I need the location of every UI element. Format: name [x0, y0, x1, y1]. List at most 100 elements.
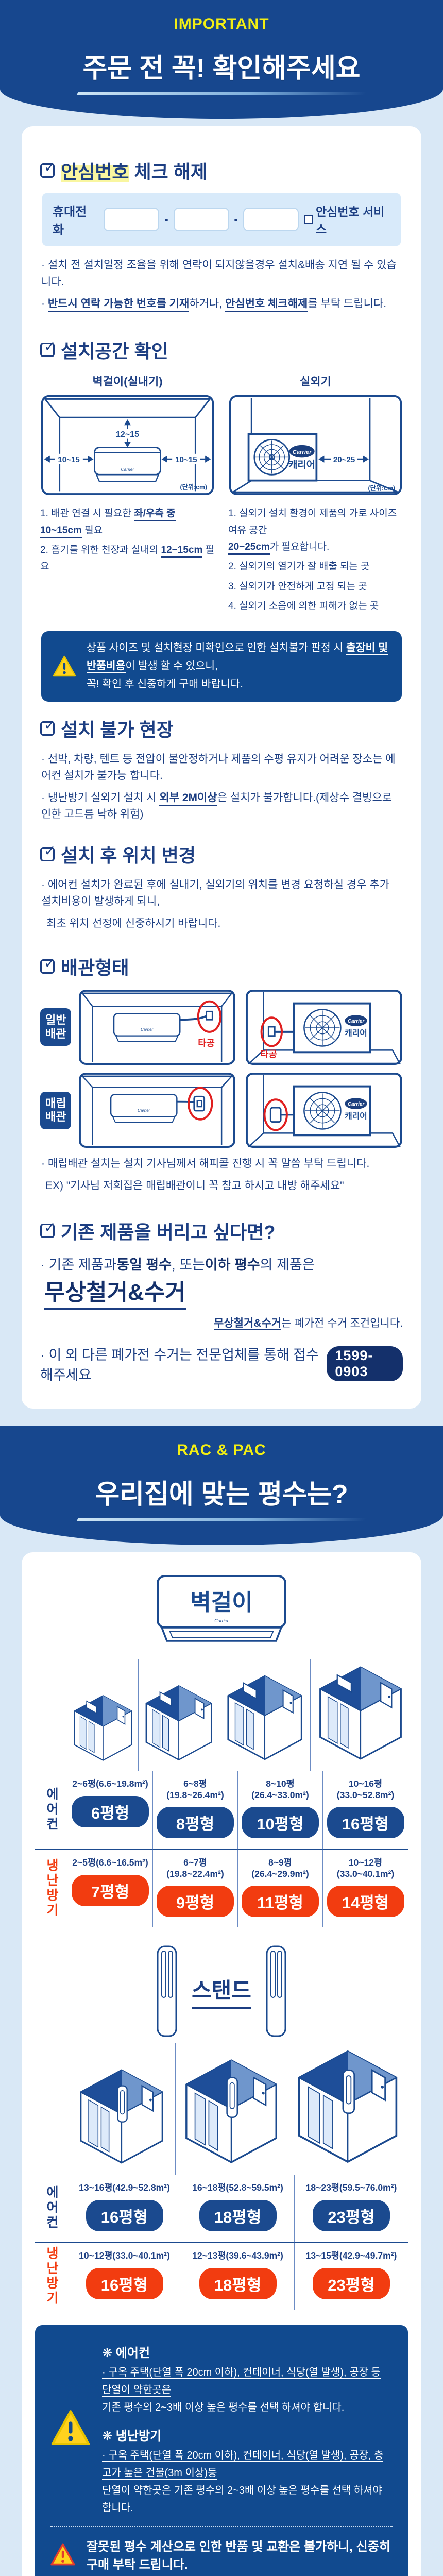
size-pill: 16평형: [327, 1807, 404, 1838]
install-warning-banner: 상품 사이즈 및 설치현장 미확인으로 인한 설치불가 판정 시 출장비 및 반…: [41, 631, 402, 702]
phone-input-1[interactable]: [104, 208, 159, 231]
disposal-line-2: · 이 외 다른 폐가전 수거는 전문업체를 통해 접수 해주세요 1599-0…: [40, 1344, 403, 1384]
relocation-line-1: · 에어컨 설치가 완료된 후에 실내기, 실외기의 위치를 변경 요청하실 경…: [41, 877, 402, 910]
checklist-card: 안심번호 체크 해제 휴대전화 - - 안심번호 서비스 · 설치 전 설치일정…: [22, 126, 421, 1409]
svg-text:Carrier: Carrier: [138, 1108, 150, 1113]
warning-triangle-icon: [50, 2410, 91, 2446]
section-disposal: 기존 제품을 버리고 싶다면?: [40, 1217, 403, 1244]
safe-number-service-checkbox[interactable]: 안심번호 서비스: [304, 202, 390, 237]
disposal-subnote: 무상철거&수거는 폐가전 수거 조건입니다.: [40, 1315, 403, 1330]
svg-text:Carrier: Carrier: [141, 1027, 154, 1031]
wall-rooms-row: [35, 1659, 408, 1771]
svg-text:Carrier: Carrier: [348, 1019, 365, 1024]
svg-text:Carrier: Carrier: [214, 1618, 229, 1623]
svg-text:20~25: 20~25: [333, 455, 355, 464]
safe-number-bullet-1: · 설치 전 설치일정 조율을 위해 연락이 되지않을경우 설치&배송 지연 될…: [41, 257, 402, 291]
wall-ac-row: 에어컨 2~6평(6.6~19.8m²)6평형 6~8평(19.8~26.4m²…: [35, 1771, 408, 1850]
svg-text:타공: 타공: [198, 1038, 215, 1048]
warning-triangle-icon: [53, 651, 76, 682]
svg-text:캐리어: 캐리어: [288, 459, 315, 470]
indoor-diagram-label: 벽걸이(실내기): [40, 372, 215, 389]
stand-rooms-row: [35, 2043, 408, 2175]
size-pill: 23평형: [313, 2268, 390, 2299]
header-eyebrow: IMPORTANT: [0, 15, 443, 33]
svg-text:(단위:cm): (단위:cm): [180, 483, 207, 490]
indoor-diagram-col: 벽걸이(실내기) Carrier 12~15: [40, 372, 215, 618]
title-underline: [76, 1518, 366, 1521]
wall-heat-row: 냉난방기 2~5평(6.6~16.5m²)7평형 6~7평(19.8~22.4m…: [35, 1850, 408, 1927]
outdoor-unit-diagram: Carrier 캐리어 20~25 (단위:cm): [228, 394, 403, 496]
row-label-aircon: 에어컨: [35, 2175, 68, 2243]
header-eyebrow: RAC & PAC: [0, 1442, 443, 1459]
checkbox-icon[interactable]: [304, 215, 313, 224]
header-sizing: RAC & PAC 우리집에 맞는 평수는?: [0, 1426, 443, 1545]
checkbox-check-icon: [40, 959, 55, 974]
svg-text:Carrier: Carrier: [348, 1102, 365, 1108]
stand-label: 스탠드: [192, 1973, 251, 2009]
size-pill: 11평형: [242, 1886, 319, 1917]
normal-pipe-figures: Carrier 타공: [78, 989, 403, 1065]
header-important: IMPORTANT 주문 전 꼭! 확인해주세요: [0, 0, 443, 119]
size-pill: 6평형: [72, 1796, 149, 1827]
section-title: 기존 제품을 버리고 싶다면?: [61, 1217, 275, 1244]
sizing-title: 우리집에 맞는 평수는?: [0, 1472, 443, 1511]
free-removal-text: 무상철거&수거: [44, 1274, 186, 1310]
section-title: 설치 후 위치 변경: [61, 841, 196, 868]
phone-input-2[interactable]: [174, 208, 229, 231]
checkbox-check-icon: [40, 1224, 55, 1238]
checkbox-check-icon: [40, 847, 55, 861]
buried-pipe-indoor-diagram: Carrier: [78, 1072, 236, 1148]
svg-text:캐리어: 캐리어: [345, 1112, 367, 1121]
space-diagrams: 벽걸이(실내기) Carrier 12~15: [40, 372, 403, 618]
size-pill: 23평형: [313, 2200, 390, 2231]
pipe-note-1: · 매립배관 설치는 설치 기사님께서 해피콜 진행 시 꼭 말씀 부탁 드립니…: [41, 1156, 402, 1173]
svg-text:Carrier: Carrier: [293, 449, 312, 455]
checkbox-check-icon: [40, 721, 55, 736]
indoor-unit-diagram: Carrier 12~15 10~15 10~15 (단: [40, 394, 215, 496]
checkbox-label: 안심번호 서비스: [316, 202, 390, 237]
phone-input-3[interactable]: [243, 208, 299, 231]
row-label-aircon: 에어컨: [35, 1771, 68, 1850]
size-pill: 10평형: [242, 1807, 319, 1838]
checkbox-check-icon: [40, 163, 55, 178]
phone-label: 휴대전화: [53, 201, 95, 238]
final-warning-text: 잘못된 평수 계산으로 인한 반품 및 교환은 불가하니, 신중히 구매 부탁 …: [87, 2536, 393, 2572]
buried-pipe-outdoor-diagram: Carrier 캐리어: [245, 1072, 403, 1148]
svg-text:10~15: 10~15: [175, 455, 197, 464]
outdoor-diagram-col: 실외기 Carrier 캐: [228, 372, 403, 618]
section-pipe-type: 배관형태: [40, 953, 403, 980]
safe-number-bullet-2: · 반드시 연락 가능한 번호를 기재하거나, 안심번호 체크해제를 부탁 드립…: [41, 296, 402, 313]
checkbox-check-icon: [40, 343, 55, 357]
size-pill: 16평형: [86, 2200, 163, 2231]
svg-text:Carrier: Carrier: [121, 466, 135, 471]
svg-text:벽걸이: 벽걸이: [190, 1590, 252, 1615]
normal-pipe-indoor-diagram: Carrier 타공: [78, 989, 236, 1065]
wall-unit-illustration: 벽걸이 Carrier: [35, 1573, 408, 1650]
section-relocation: 설치 후 위치 변경: [40, 841, 403, 868]
sizing-note-box: ❋ 에어컨 · 구옥 주택(단열 폭 20cm 이하), 컨테이너, 식당(열 …: [35, 2325, 408, 2576]
outdoor-diagram-label: 실외기: [228, 372, 403, 389]
dash: -: [164, 213, 168, 226]
phone-input-row: 휴대전화 - - 안심번호 서비스: [42, 193, 401, 246]
stand-unit-illustration: 스탠드: [35, 1945, 408, 2038]
section-space-check: 설치공간 확인: [40, 336, 403, 363]
normal-pipe-outdoor-diagram: Carrier 캐리어 타공: [245, 989, 403, 1065]
section-safe-number: 안심번호 체크 해제: [40, 157, 403, 184]
impossible-bullet-1: · 선박, 차량, 텐트 등 전압이 불안정하거나 제품의 수평 유지가 어려운…: [41, 751, 402, 785]
section-title: 설치 불가 현장: [61, 715, 174, 742]
size-pill: 14평형: [327, 1886, 404, 1917]
section-title: 설치공간 확인: [61, 336, 168, 363]
stand-ac-row: 에어컨 13~16평(42.9~52.8m²)16평형 16~18평(52.8~…: [35, 2175, 408, 2243]
size-pill: 7평형: [72, 1875, 149, 1906]
sizing-card: 벽걸이 Carrier 에어컨 2~6평(6.6~19.8m²)6평형 6~8평…: [22, 1552, 421, 2576]
page-title: 주문 전 꼭! 확인해주세요: [0, 46, 443, 85]
pipe-note-2: EX) "기사님 저희집은 매립배관이니 꼭 참고 하시고 내방 해주세요": [45, 1178, 402, 1195]
phone-number-pill[interactable]: 1599-0903: [327, 1346, 403, 1381]
svg-text:타공: 타공: [260, 1049, 277, 1059]
section-title: 안심번호 체크 해제: [61, 157, 208, 184]
